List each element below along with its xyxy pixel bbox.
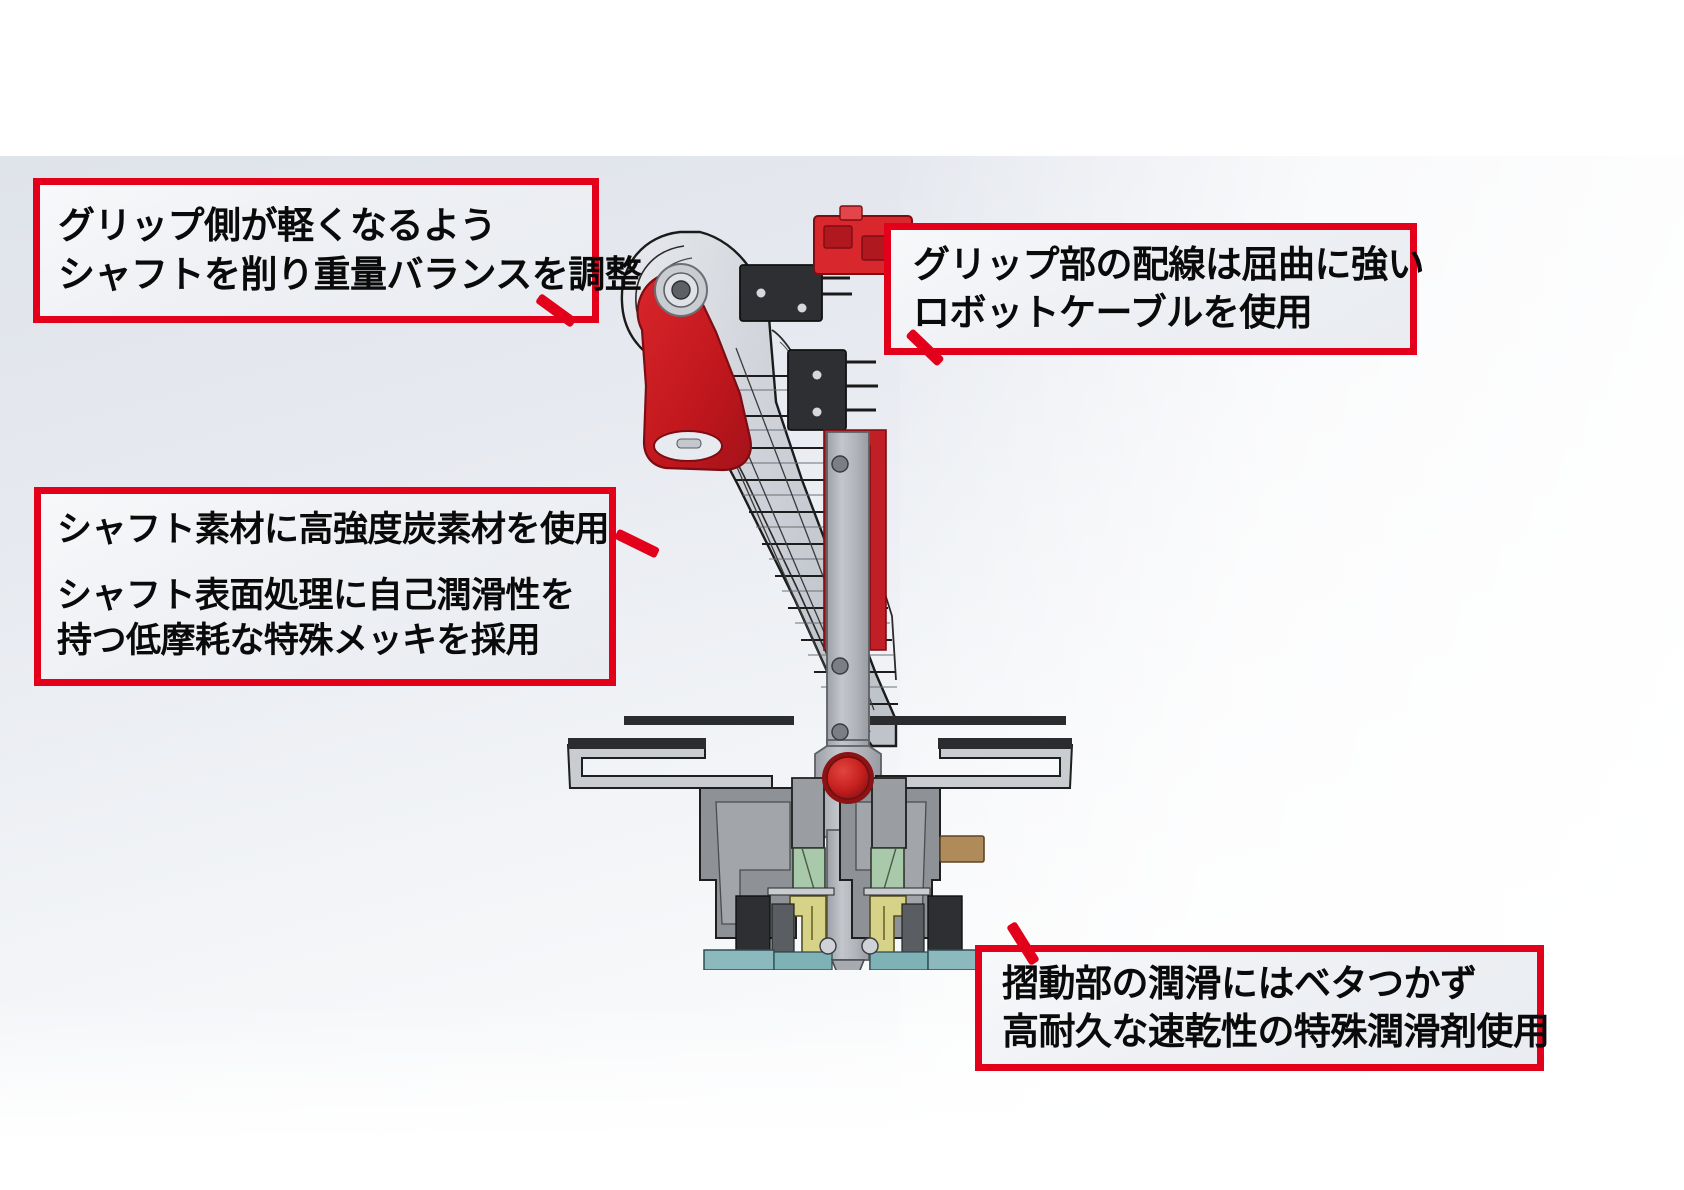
callout-shaft-material-line-1: シャフト素材に高強度炭素材を使用: [57, 510, 610, 551]
callout-lubricant-line-1: 摺動部の潤滑にはベタつかず: [1002, 961, 1477, 1005]
trigger-lever-group: [636, 272, 752, 472]
callout-weight-balance-line-1: グリップ側が軽くなるよう: [58, 204, 497, 248]
callout-grip-cable-line-1: グリップ部の配線は屈曲に強い: [913, 242, 1425, 286]
callout-shaft-material-line-2: シャフト表面処理に自己潤滑性を: [57, 575, 575, 616]
callout-shaft-material-line-3: 持つ低摩耗な特殊メッキを採用: [57, 621, 541, 662]
callout-lubricant: 摺動部の潤滑にはベタつかず 高耐久な速乾性の特殊潤滑剤使用: [975, 945, 1550, 1071]
callout-weight-balance-line-2: シャフトを削り重量バランスを調整: [58, 252, 642, 296]
joystick-cutaway-illustration: [540, 180, 1100, 970]
pivot-bushing-group: [654, 263, 708, 317]
callout-grip-cable: グリップ部の配線は屈曲に強い ロボットケーブルを使用: [884, 223, 1425, 355]
callout-paragraph-gap: [57, 554, 609, 574]
callout-grip-cable-line-2: ロボットケーブルを使用: [913, 291, 1313, 334]
pivot-ball: [822, 752, 874, 804]
mounting-flange: [566, 716, 1074, 789]
shaft-tip: [830, 959, 866, 970]
callout-weight-balance: グリップ側が軽くなるよう シャフトを削り重量バランスを調整: [33, 178, 642, 323]
callout-lubricant-line-2: 高耐久な速乾性の特殊潤滑剤使用: [1002, 1010, 1550, 1053]
microswitch-upper: [739, 264, 852, 322]
callout-shaft-material: シャフト素材に高強度炭素材を使用 シャフト表面処理に自己潤滑性を 持つ低摩耗な特…: [34, 487, 616, 686]
microswitch-lower: [787, 349, 878, 431]
